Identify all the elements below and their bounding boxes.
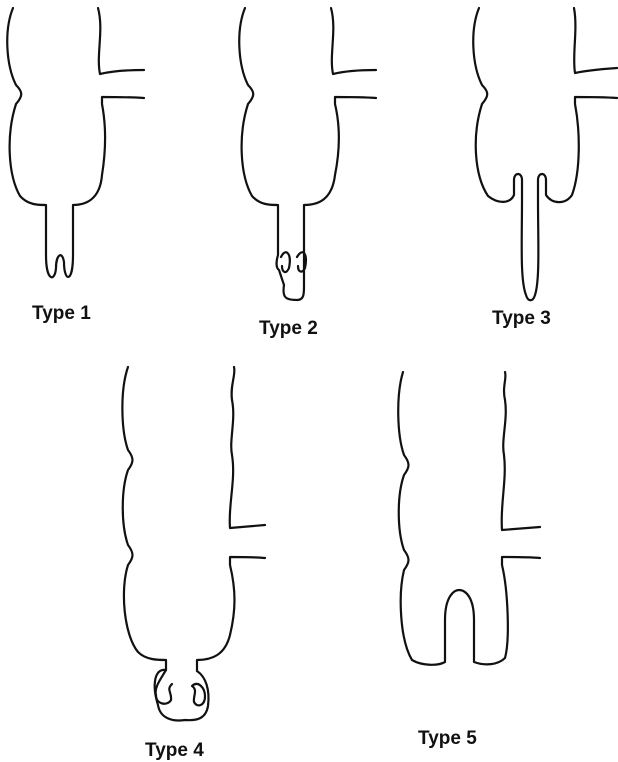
type-1-label: Type 1 bbox=[32, 303, 91, 325]
type-5-label: Type 5 bbox=[418, 728, 477, 750]
type-5-shape bbox=[398, 372, 540, 665]
type-3-label: Type 3 bbox=[492, 308, 551, 330]
type-2-shape bbox=[239, 8, 376, 300]
type-3-shape bbox=[473, 8, 617, 300]
type-4-shape bbox=[122, 367, 265, 720]
type-1-shape bbox=[7, 8, 144, 277]
type-2-label: Type 2 bbox=[259, 318, 318, 340]
type-4-label: Type 4 bbox=[145, 740, 204, 762]
